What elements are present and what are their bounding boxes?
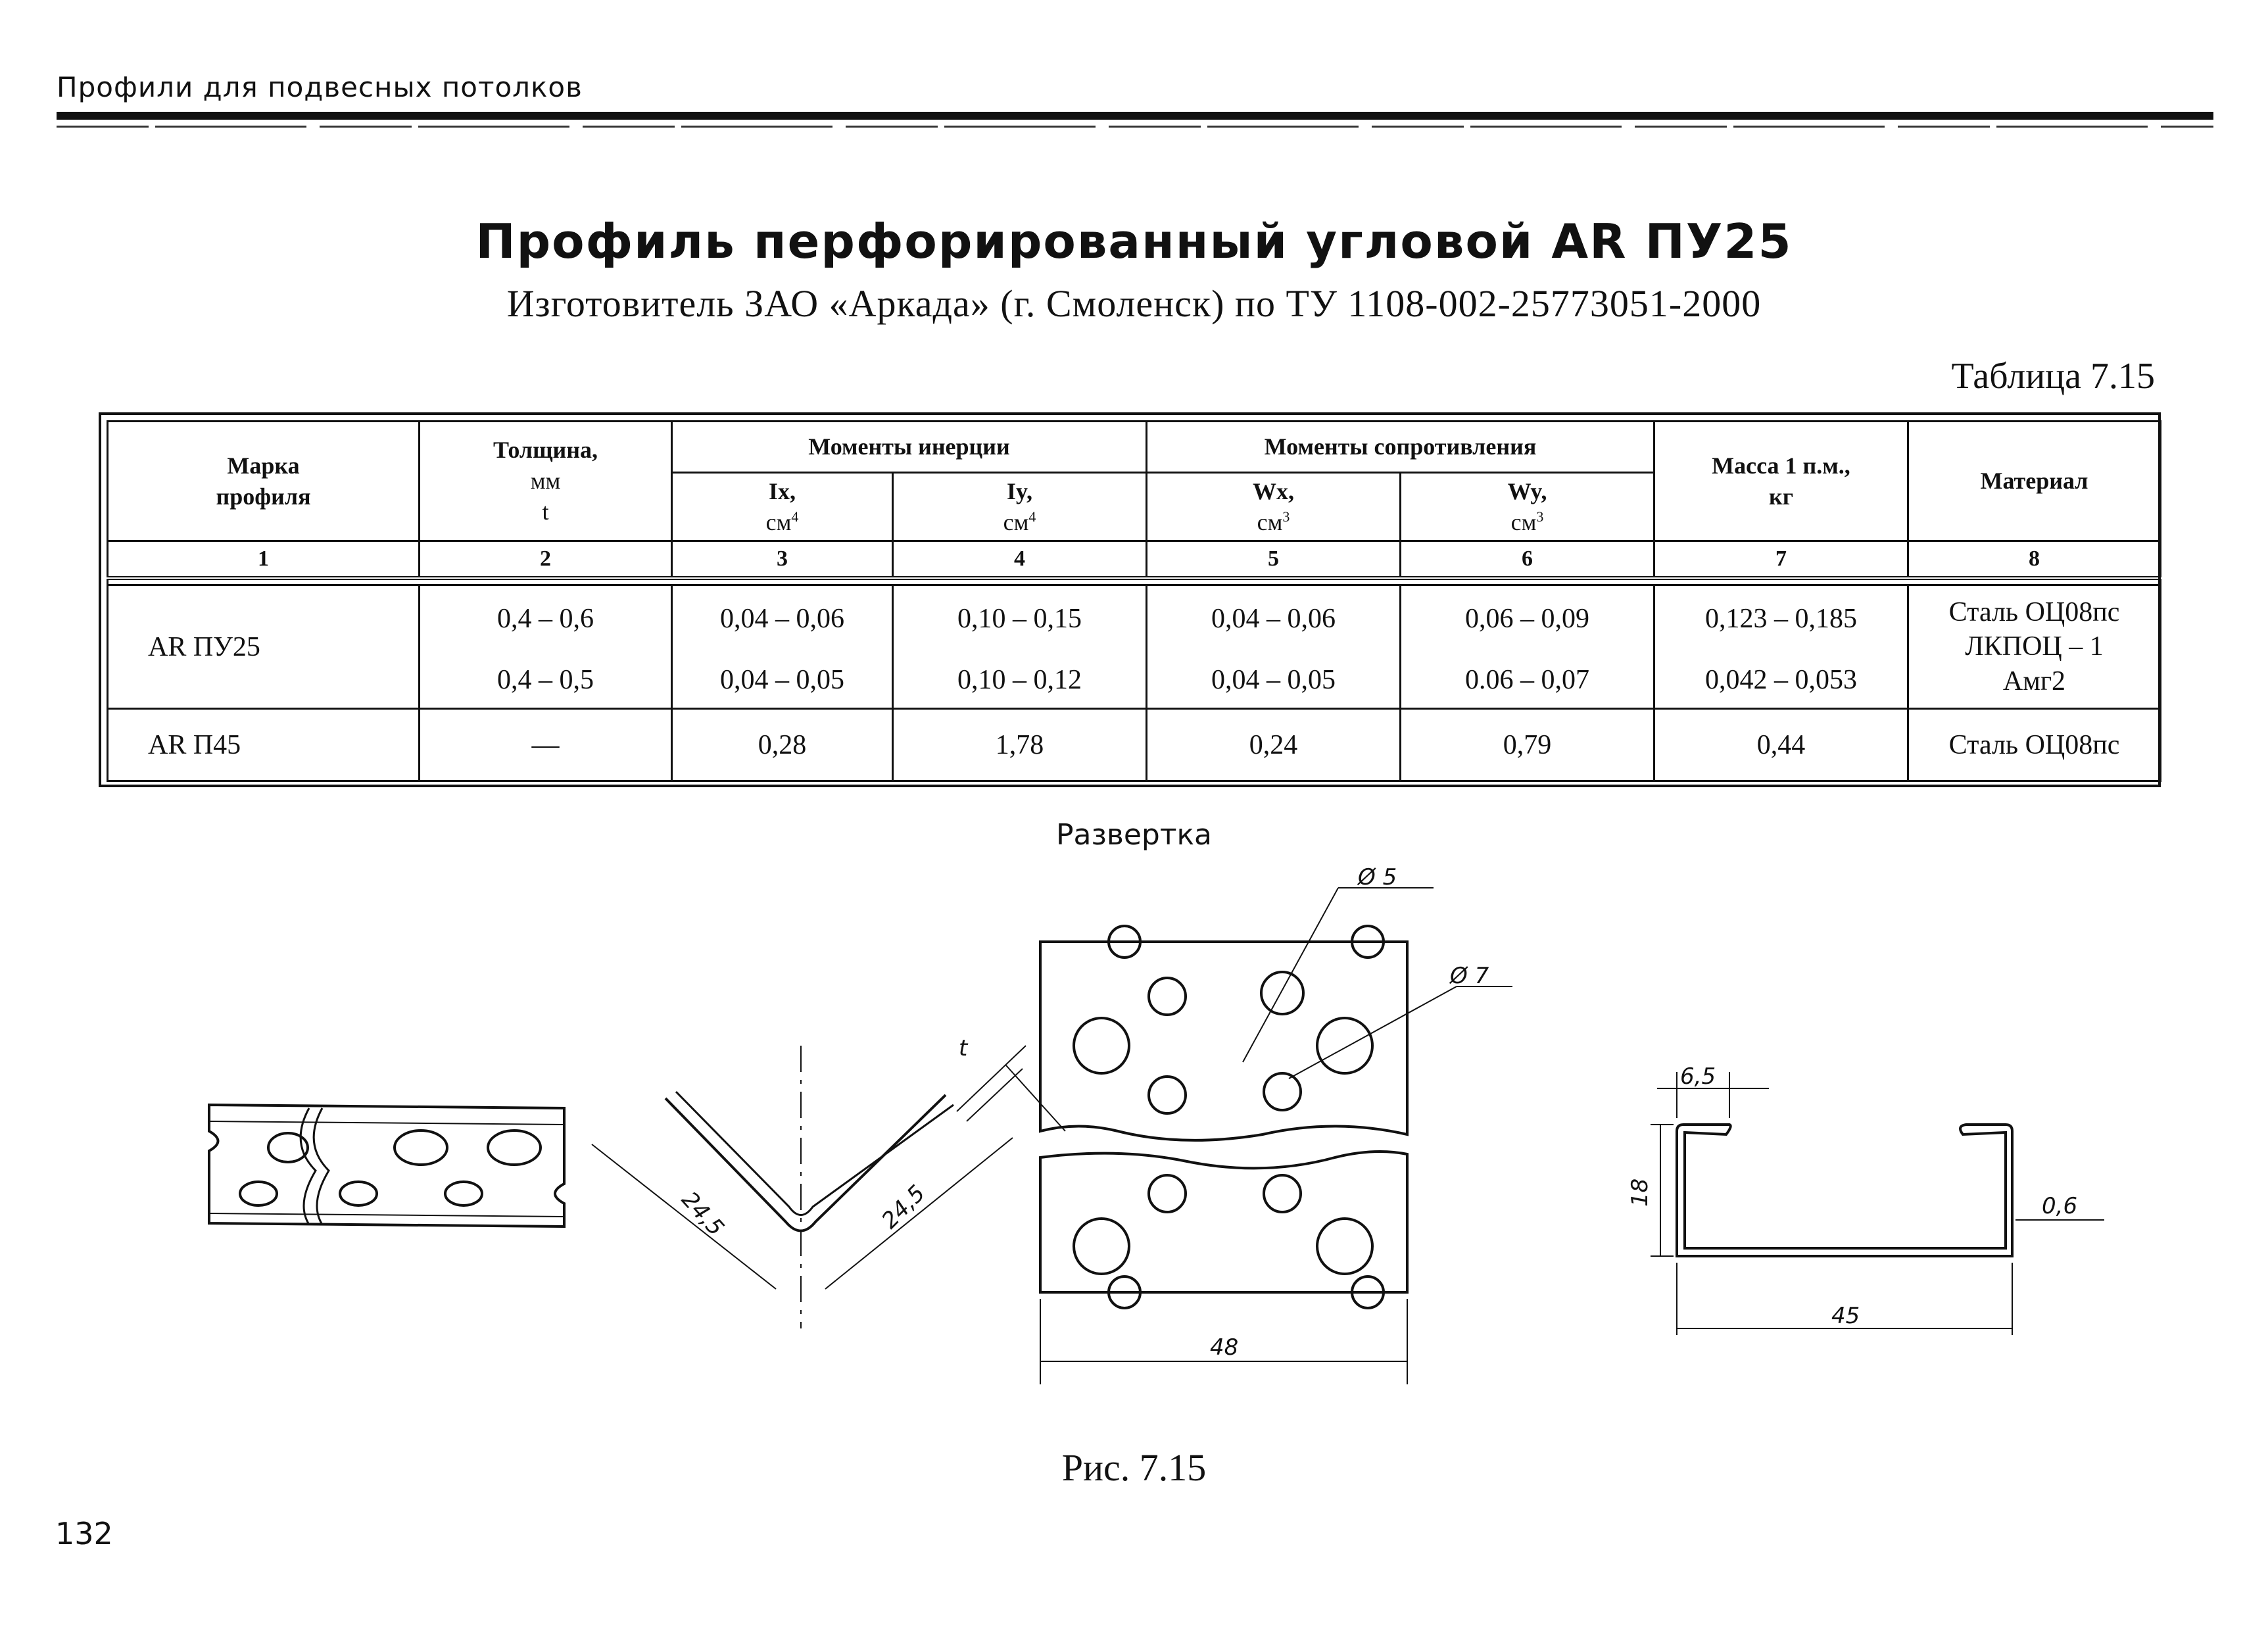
cell-mass: 0,123 – 0,185 bbox=[1653, 584, 1909, 652]
header-wy: Wy, см3 bbox=[1399, 472, 1655, 542]
cell-wx: 0,04 – 0,05 bbox=[1146, 652, 1401, 710]
column-number: 8 bbox=[1907, 540, 2161, 579]
perforated-strip-drawing bbox=[208, 1103, 566, 1228]
dim-width: 48 bbox=[1210, 1334, 1238, 1361]
cell-brand: AR П45 bbox=[107, 708, 420, 782]
table-row: AR ПУ25 0,4 – 0,6 0,04 – 0,06 0,10 – 0,1… bbox=[107, 584, 2161, 710]
column-number: 1 bbox=[107, 540, 420, 579]
page-number: 132 bbox=[55, 1516, 113, 1551]
cell-brand: AR ПУ25 bbox=[107, 584, 420, 710]
cell-iy: 0,10 – 0,12 bbox=[892, 652, 1147, 710]
dim-t: t bbox=[959, 1035, 969, 1061]
cell-material: Сталь ОЦ08пс ЛКПОЦ – 1 Амг2 bbox=[1907, 584, 2161, 710]
section-header: Профили для подвесных потолков bbox=[57, 71, 583, 103]
column-number: 5 bbox=[1146, 540, 1401, 579]
header-ix: Ix, см4 bbox=[671, 472, 894, 542]
column-number: 7 bbox=[1653, 540, 1909, 579]
cell-material: Сталь ОЦ08пс bbox=[1907, 708, 2161, 782]
cell-ix: 0,04 – 0,05 bbox=[671, 652, 894, 710]
cell-iy: 1,78 bbox=[892, 708, 1147, 782]
header-iy: Iy, см4 bbox=[892, 472, 1147, 542]
header-inertia: Моменты инерции bbox=[671, 420, 1147, 474]
cell-mass: 0,042 – 0,053 bbox=[1653, 652, 1909, 710]
cell-wy: 0.06 – 0,07 bbox=[1399, 652, 1655, 710]
u-profile-drawing bbox=[1651, 1072, 2104, 1335]
column-number: 2 bbox=[418, 540, 673, 579]
dim-thickness: 0,6 bbox=[2042, 1193, 2077, 1219]
dim-d5: Ø 5 bbox=[1357, 864, 1397, 890]
page-title: Профиль перфорированный угловой AR ПУ25 bbox=[475, 214, 1793, 269]
cell-mass: 0,44 bbox=[1653, 708, 1909, 782]
unfold-label: Развертка bbox=[1056, 818, 1212, 852]
dim-d7: Ø 7 bbox=[1449, 963, 1489, 989]
dim-base: 45 bbox=[1831, 1303, 1860, 1329]
header-mass: Масса 1 п.м., кг bbox=[1653, 420, 1909, 542]
cell-wy: 0,06 – 0,09 bbox=[1399, 584, 1655, 652]
header-rule bbox=[57, 112, 2213, 120]
column-number: 6 bbox=[1399, 540, 1655, 579]
header-wx: Wx, см3 bbox=[1146, 472, 1401, 542]
table-row: AR П45 — 0,28 1,78 0,24 0,79 0,44 Сталь … bbox=[107, 708, 2161, 782]
header-resistance: Моменты сопротивления bbox=[1146, 420, 1655, 474]
cell-ix: 0,04 – 0,06 bbox=[671, 584, 894, 652]
figure-caption: Рис. 7.15 bbox=[1061, 1446, 1207, 1489]
properties-table: Марка профиля Толщина, мм t Моменты инер… bbox=[99, 412, 2161, 787]
dim-height: 18 bbox=[1627, 1179, 1653, 1207]
cell-thickness: — bbox=[418, 708, 673, 782]
header-thickness: Толщина, мм t bbox=[418, 420, 673, 542]
page-subtitle: Изготовитель ЗАО «Аркада» (г. Смоленск) … bbox=[506, 282, 1762, 325]
dim-leg-left: 24,5 bbox=[676, 1186, 729, 1241]
cell-iy: 0,10 – 0,15 bbox=[892, 584, 1147, 652]
header-brand: Марка профиля bbox=[107, 420, 420, 542]
cell-wy: 0,79 bbox=[1399, 708, 1655, 782]
table-caption: Таблица 7.15 bbox=[1951, 356, 2155, 397]
dim-lip: 6,5 bbox=[1680, 1063, 1716, 1090]
column-number: 3 bbox=[671, 540, 894, 579]
column-number: 4 bbox=[892, 540, 1147, 579]
cell-thickness: 0,4 – 0,5 bbox=[418, 652, 673, 710]
table-row: 0,4 – 0,5 0,04 – 0,05 0,10 – 0,12 0,04 –… bbox=[108, 652, 2161, 710]
unfold-blank-drawing bbox=[1039, 887, 1512, 1384]
header-material: Материал bbox=[1907, 420, 2161, 542]
angle-profile-drawing bbox=[591, 1045, 1066, 1328]
cell-thickness: 0,4 – 0,6 bbox=[418, 584, 673, 652]
cell-ix: 0,28 bbox=[671, 708, 894, 782]
header-rule-dashed bbox=[57, 126, 2213, 128]
cell-wx: 0,24 bbox=[1146, 708, 1401, 782]
cell-wx: 0,04 – 0,06 bbox=[1146, 584, 1401, 652]
